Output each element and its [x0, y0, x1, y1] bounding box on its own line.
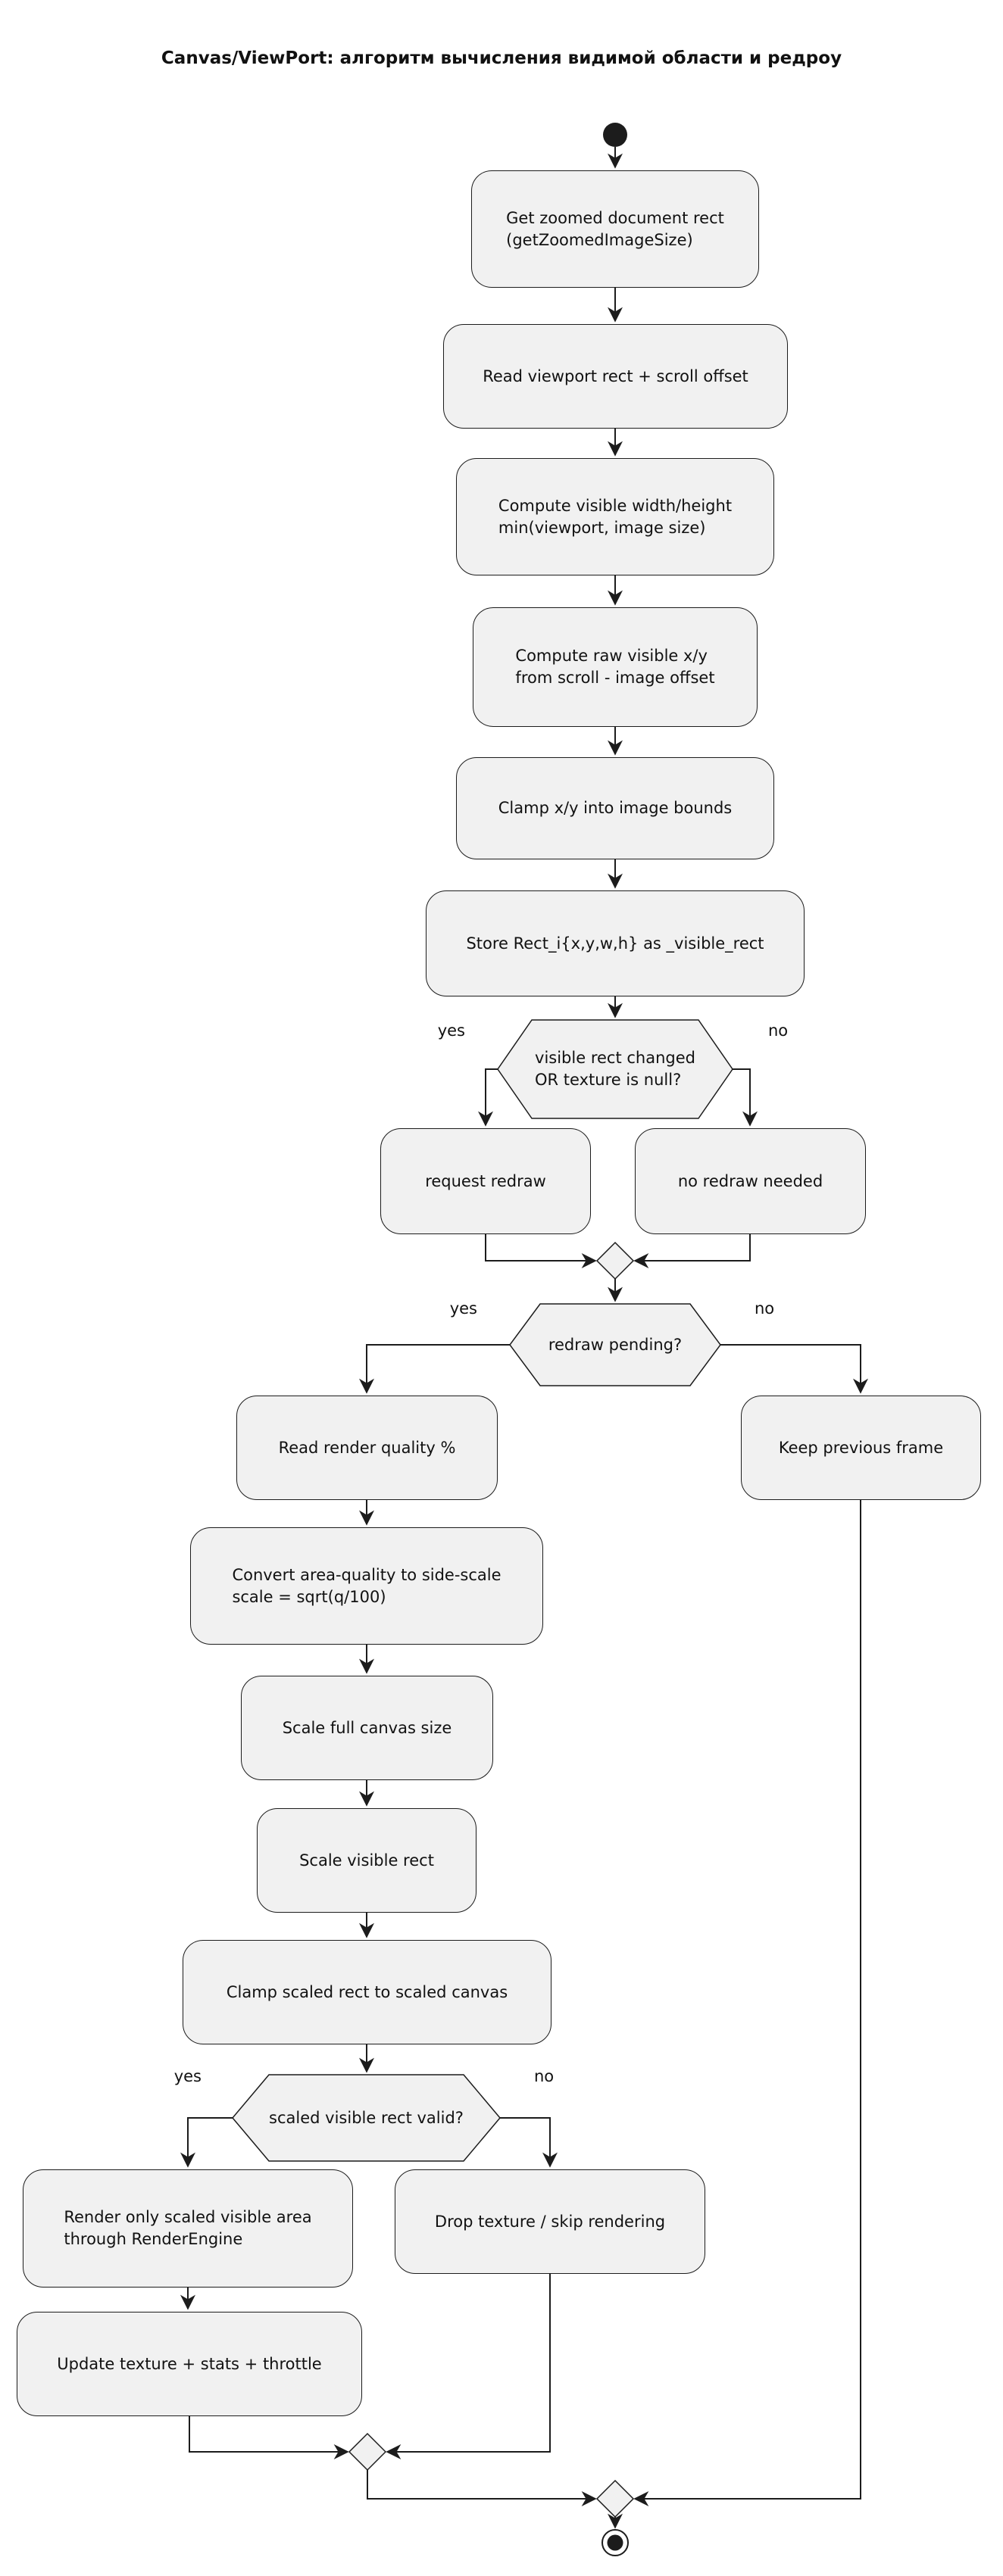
branch-label-no-scaled-valid: no	[534, 2067, 555, 2085]
activity-label-line: (getZoomedImageSize)	[506, 230, 693, 249]
activity-store-rect: Store Rect_i{x,y,w,h} as _visible_rect	[426, 890, 805, 996]
decision-redraw-pending-shape	[509, 1303, 721, 1386]
activity-label-line: through RenderEngine	[64, 2230, 243, 2248]
activity-drop-texture: Drop texture / skip rendering	[395, 2169, 705, 2274]
activity-label-line: request redraw	[425, 1171, 546, 1190]
decision-visible-changed-shape	[497, 1019, 733, 1119]
activity-label-line: Convert area-quality to side-scale	[232, 1565, 502, 1584]
decision-redraw-pending-label: redraw pending?	[510, 1304, 720, 1386]
branch-label-yes-scaled-valid: yes	[173, 2067, 202, 2085]
activity-compute-wh: Compute visible width/height min(viewpor…	[456, 458, 774, 575]
activity-no-redraw: no redraw needed	[635, 1128, 866, 1234]
activity-label-line: Scale visible rect	[299, 1851, 434, 1870]
activity-label-line: Read render quality %	[278, 1438, 456, 1457]
activity-label-line: Update texture + stats + throttle	[57, 2354, 322, 2373]
activity-convert-quality: Convert area-quality to side-scale scale…	[190, 1527, 543, 1645]
decision-visible-changed-label: visible rect changed OR texture is null?	[498, 1020, 733, 1118]
activity-label-line: Read viewport rect + scroll offset	[483, 366, 748, 385]
activity-read-quality: Read render quality %	[236, 1396, 498, 1500]
edge-drop-to-merge2	[386, 2274, 551, 2459]
activity-scale-visible: Scale visible rect	[257, 1808, 477, 1913]
decision-label-line: redraw pending?	[548, 1335, 683, 1354]
activity-read-viewport: Read viewport rect + scroll offset	[443, 324, 788, 429]
activity-update-texture: Update texture + stats + throttle	[17, 2312, 362, 2416]
edge-request-redraw-to-merge1	[485, 1234, 597, 1268]
activity-label-line: Compute visible width/height	[498, 496, 733, 515]
activity-label-line: no redraw needed	[677, 1171, 823, 1190]
activity-compute-xy: Compute raw visible x/y from scroll - im…	[473, 607, 758, 727]
branch-label-yes-visible-changed: yes	[437, 1021, 465, 1040]
decision-label-line: scaled visible rect valid?	[269, 2108, 464, 2127]
activity-clamp-xy: Clamp x/y into image bounds	[456, 757, 774, 859]
edge-update-to-merge2	[189, 2416, 349, 2459]
activity-label-line: Drop texture / skip rendering	[434, 2212, 666, 2231]
edge-merge2-to-merge3	[367, 2470, 597, 2506]
branch-label-no-redraw-pending: no	[755, 1299, 775, 1318]
start-node	[603, 123, 627, 147]
branch-label-no-visible-changed: no	[768, 1021, 789, 1040]
activity-get-zoomed-rect: Get zoomed document rect (getZoomedImage…	[471, 170, 759, 288]
activity-clamp-scaled: Clamp scaled rect to scaled canvas	[183, 1940, 551, 2044]
activity-label-line: Scale full canvas size	[282, 1718, 452, 1737]
activity-scale-canvas: Scale full canvas size	[241, 1676, 493, 1780]
decision-label-line: visible rect changed	[535, 1049, 695, 1068]
edge-decision2-no	[720, 1344, 868, 1394]
edge-decision1-no	[733, 1068, 758, 1127]
activity-request-redraw: request redraw	[380, 1128, 591, 1234]
diagram-title: Canvas/ViewPort: алгоритм вычисления вид…	[161, 48, 842, 68]
activity-render-visible: Render only scaled visible area through …	[23, 2169, 353, 2288]
edge-decision2-yes	[359, 1344, 510, 1394]
activity-label-line: min(viewport, image size)	[498, 518, 706, 537]
decision-scaled-valid-shape	[232, 2074, 501, 2162]
merge-diamond-1	[595, 1241, 635, 1280]
end-node-dot	[607, 2534, 623, 2551]
activity-keep-frame: Keep previous frame	[741, 1396, 981, 1500]
activity-label-line: from scroll - image offset	[515, 669, 715, 687]
edge-decision3-yes	[180, 2117, 233, 2168]
activity-label-line: Compute raw visible x/y	[515, 647, 708, 666]
activity-label-line: Get zoomed document rect	[506, 208, 724, 227]
edge-decision3-no	[500, 2117, 558, 2168]
activity-label-line: Keep previous frame	[778, 1438, 944, 1457]
merge-diamond-2	[348, 2432, 387, 2472]
activity-label-line: Render only scaled visible area	[64, 2208, 312, 2227]
edge-decision1-yes	[478, 1068, 498, 1127]
activity-label-line: Store Rect_i{x,y,w,h} as _visible_rect	[466, 934, 764, 953]
activity-label-line: scale = sqrt(q/100)	[232, 1587, 386, 1606]
edge-keep-frame-to-merge3	[633, 1500, 861, 2506]
activity-label-line: Clamp x/y into image bounds	[498, 799, 733, 818]
edge-no-redraw-to-merge1	[633, 1234, 751, 1268]
decision-label-line: OR texture is null?	[535, 1071, 682, 1089]
merge-diamond-3	[595, 2479, 635, 2518]
decision-scaled-valid-label: scaled visible rect valid?	[233, 2075, 500, 2161]
branch-label-yes-redraw-pending: yes	[449, 1299, 477, 1318]
activity-label-line: Clamp scaled rect to scaled canvas	[226, 1982, 508, 2001]
